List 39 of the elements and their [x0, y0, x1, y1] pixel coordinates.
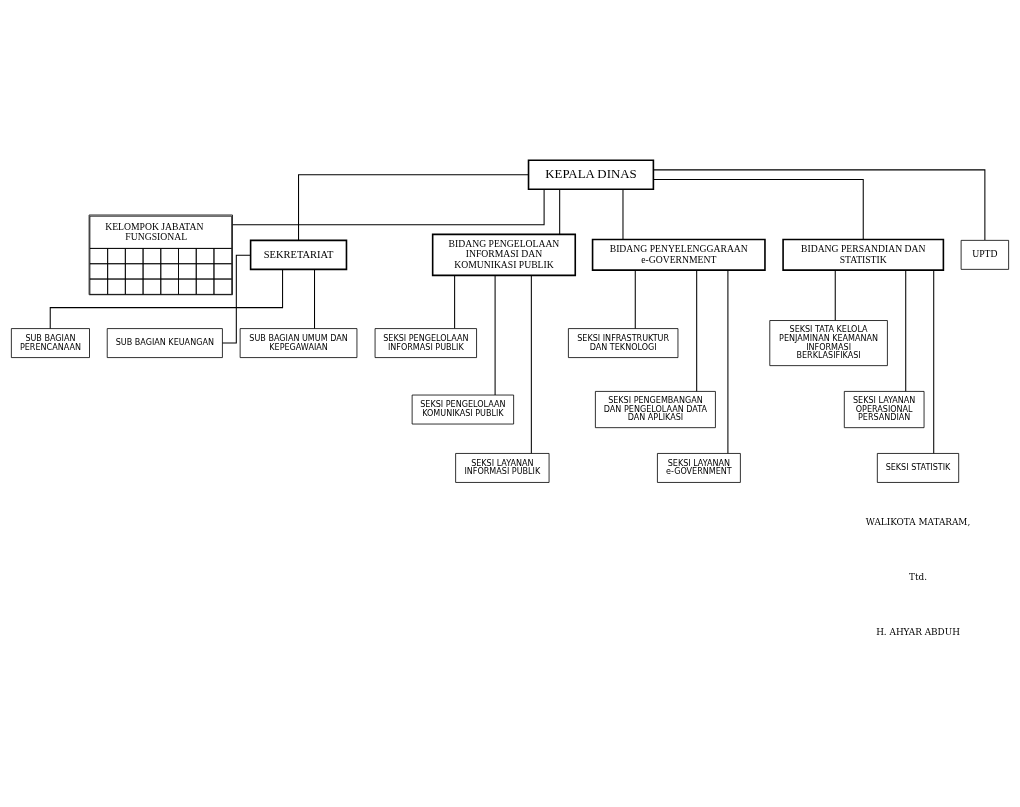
connector: [933, 269, 935, 454]
node-box: SEKSI STATISTIK: [876, 453, 960, 483]
connector: [727, 269, 729, 454]
connector: [314, 268, 316, 329]
node-box: SUB BAGIAN PERENCANAAN: [10, 328, 90, 358]
node-box: SEKSI TATA KELOLA PENJAMINAN KEAMANAN INFORMASI BERKLASIFIKASI: [769, 320, 888, 367]
node-box: SEKRETARIAT: [249, 239, 348, 271]
label: WALIKOTA MATARAM,: [865, 516, 971, 527]
node-box: KEPALA DINAS: [527, 159, 655, 191]
node-box: SEKSI PENGEMBANGAN DAN PENGELOLAAN DATA DAN APLIKASI: [595, 391, 716, 429]
node-box: SEKSI PENGELOLAAN INFORMASI PUBLIK: [374, 328, 477, 358]
node-box: SEKSI PENGELOLAAN KOMUNIKASI PUBLIK: [411, 394, 515, 425]
connector: [653, 169, 986, 241]
connector: [49, 269, 284, 329]
node-box: SUB BAGIAN UMUM DAN KEPEGAWAIAN: [239, 328, 358, 358]
node-box: BIDANG PENYELENGGARAAN e-GOVERNMENT: [591, 238, 766, 271]
connector: [454, 275, 456, 329]
node-box: SUB BAGIAN KEUANGAN: [106, 328, 223, 358]
connector: [559, 188, 561, 235]
node-box: SEKSI LAYANAN OPERASIONAL PERSANDIAN: [843, 391, 925, 429]
node-box: BIDANG PERSANDIAN DAN STATISTIK: [782, 238, 945, 271]
connector: [298, 174, 529, 241]
connector: [696, 269, 698, 392]
connector: [652, 179, 864, 240]
connector: [232, 188, 545, 226]
connector: [222, 254, 251, 344]
label: H. AHYAR ABDUH: [876, 626, 960, 637]
node-box: BIDANG PENGELOLAAN INFORMASI DAN KOMUNIKASI PUBLIK: [431, 233, 577, 277]
connector: [834, 269, 836, 321]
node-box: SEKSI INFRASTRUKTUR DAN TEKNOLOGI: [568, 328, 679, 358]
node-box: SEKSI LAYANAN INFORMASI PUBLIK: [455, 453, 550, 483]
node-box: SEKSI LAYANAN e-GOVERNMENT: [657, 453, 741, 483]
connector: [530, 275, 532, 454]
label: Ttd.: [909, 571, 927, 582]
node-box: UPTD: [960, 239, 1010, 270]
connector: [634, 269, 636, 329]
connector: [494, 275, 496, 396]
connector: [905, 269, 907, 392]
connector: [622, 188, 624, 240]
